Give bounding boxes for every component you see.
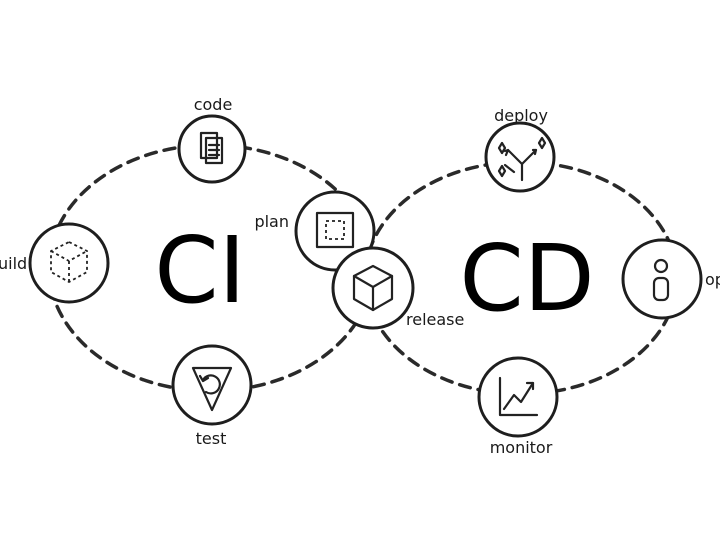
code-label: code xyxy=(194,95,233,114)
test-stage xyxy=(171,344,253,426)
documents-icon xyxy=(199,131,224,165)
monitor-label: monitor xyxy=(490,438,553,457)
dashed-cube-icon xyxy=(50,240,88,284)
plan-stage xyxy=(294,190,376,272)
package-cube-icon xyxy=(352,264,394,312)
release-label: release xyxy=(406,310,464,329)
monitor-stage xyxy=(477,356,559,438)
operate-stage xyxy=(621,238,703,320)
operate-label: op xyxy=(705,270,720,289)
ci-label: CI xyxy=(154,217,245,324)
operator-person-icon xyxy=(652,258,670,302)
deploy-branches-icon xyxy=(497,136,547,182)
build-stage xyxy=(28,222,110,304)
cd-label: CD xyxy=(459,225,594,332)
test-label: test xyxy=(196,429,227,448)
plan-label: plan xyxy=(254,212,289,231)
line-chart-icon xyxy=(498,376,539,417)
release-stage xyxy=(331,246,415,330)
plan-frame-icon xyxy=(315,211,355,249)
code-stage xyxy=(177,114,247,184)
build-label: uild xyxy=(0,254,27,273)
deploy-stage xyxy=(484,121,556,193)
deploy-label: deploy xyxy=(494,106,548,125)
refresh-shield-icon xyxy=(191,366,233,412)
